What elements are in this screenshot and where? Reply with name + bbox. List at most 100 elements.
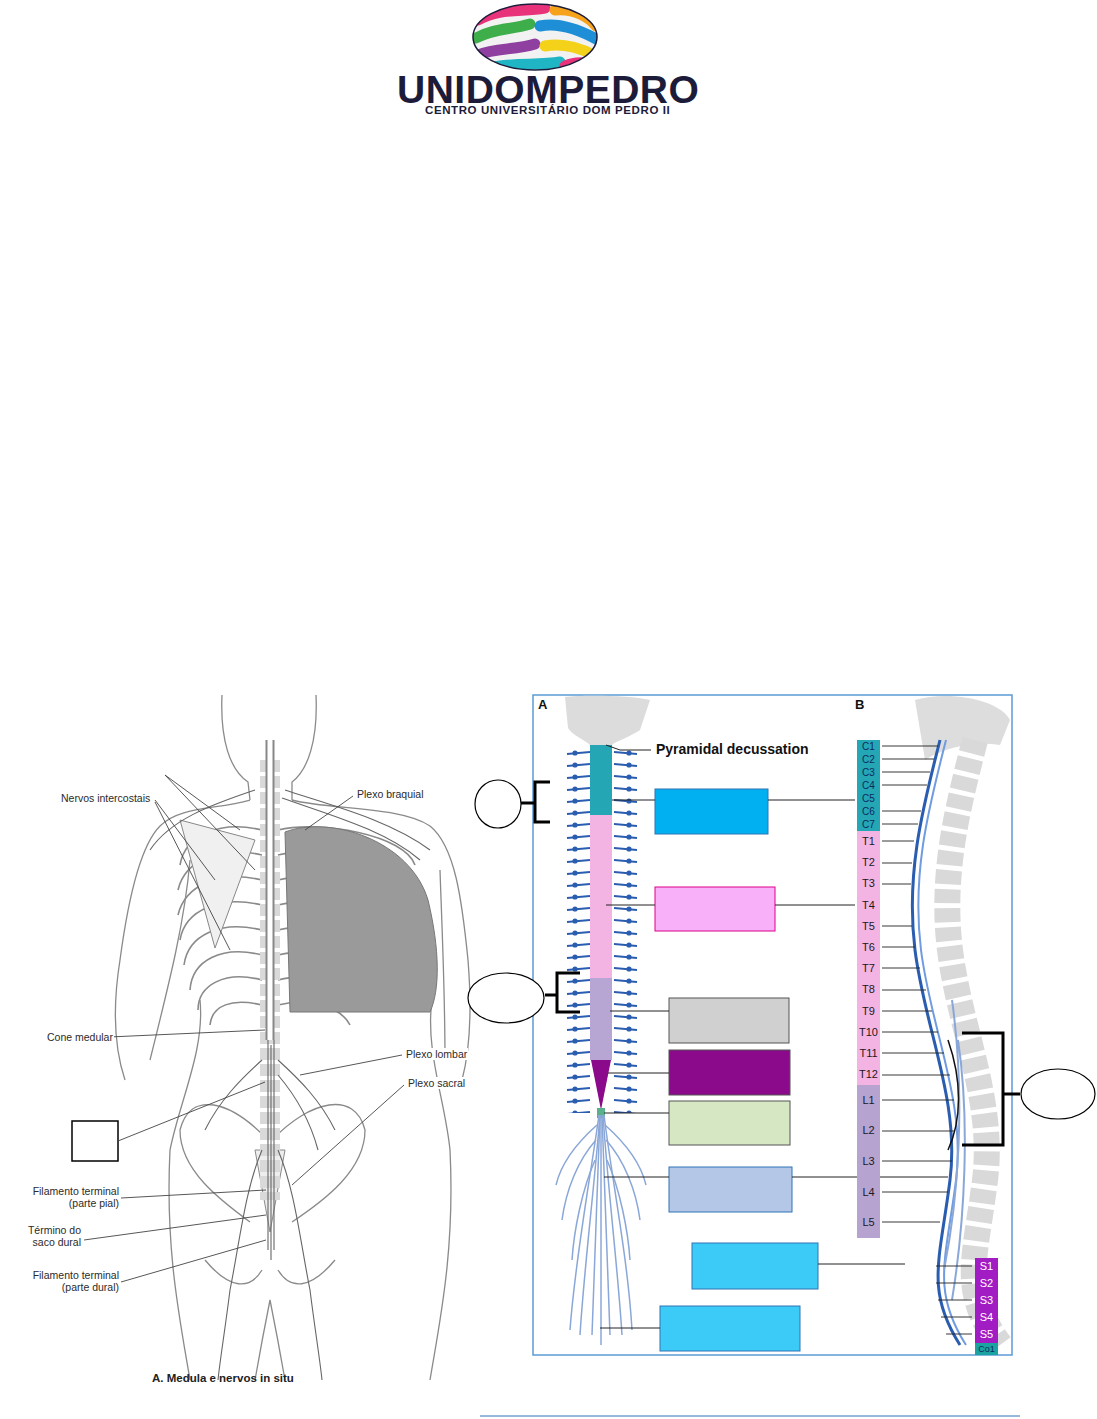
vertebra-level: T4 (857, 895, 880, 916)
vertebra-label: T3 (862, 878, 875, 889)
vertebra-level: C1 (857, 740, 880, 753)
blank-callout-circles (468, 780, 1095, 1119)
vertebra-label: S5 (980, 1329, 993, 1340)
vertebra-level: S2 (975, 1275, 998, 1292)
part-label: Término do saco dural (12, 1224, 82, 1248)
vertebra-level: T1 (857, 831, 880, 852)
vertebra-label: S4 (980, 1312, 993, 1323)
vertebra-label: C7 (862, 820, 875, 830)
vertebra-level: T5 (857, 916, 880, 937)
vertebra-level: C4 (857, 779, 880, 792)
brainstem (565, 696, 650, 745)
panel-letter: A (538, 698, 547, 713)
body-illustration (115, 695, 470, 1380)
vertebra-label: S1 (980, 1261, 993, 1272)
vertebra-level: L5 (857, 1207, 880, 1238)
spinal-cord (266, 740, 275, 1040)
logo-subtitle: CENTRO UNIVERSITÁRIO DOM PEDRO II (425, 104, 670, 117)
part-label: Cone medular (46, 1031, 114, 1043)
blank-answer-box (72, 1121, 118, 1161)
part-label: Filamento terminal (parte dural) (6, 1269, 120, 1293)
vertebra-level: T11 (857, 1043, 880, 1064)
vertebra-level: L3 (857, 1146, 880, 1177)
vertebra-label: T1 (862, 836, 875, 847)
vertebra-level: T6 (857, 937, 880, 958)
vertebra-label: S2 (980, 1278, 993, 1289)
vertebra-label: C5 (862, 794, 875, 804)
spinal-cord-core (268, 740, 273, 1040)
vertebra-label: L4 (862, 1187, 874, 1198)
leader-lines (600, 745, 948, 1328)
vertebra-level: L1 (857, 1085, 880, 1116)
part-label: Filamento terminal (parte pial) (8, 1185, 120, 1209)
vertebra-label: C6 (862, 807, 875, 817)
leader-lines (84, 775, 404, 1282)
cervical-segment (590, 745, 612, 815)
logo-outline (473, 4, 597, 70)
vertebra-level: C2 (857, 753, 880, 766)
vertebra-level: S1 (975, 1258, 998, 1275)
vertebra-label: T12 (859, 1069, 878, 1080)
part-label: Plexo sacral (407, 1077, 466, 1089)
lung (285, 827, 437, 1012)
vertebra-level: L2 (857, 1116, 880, 1147)
vertebra-label: C2 (862, 755, 875, 765)
panel-letter: B (855, 698, 864, 713)
scapula (180, 820, 255, 948)
vertebra-level: C6 (857, 805, 880, 818)
vertebra-label: T2 (862, 857, 875, 868)
figure-frame (533, 695, 1012, 1355)
vertebra-level: T9 (857, 1001, 880, 1022)
vertebra-label: L1 (862, 1095, 874, 1106)
thoracic-segment (590, 815, 612, 978)
sacral-segment (591, 1060, 611, 1110)
vertebra-label: S3 (980, 1295, 993, 1306)
vertebra-level: C5 (857, 792, 880, 805)
vertebra-label: C3 (862, 768, 875, 778)
vertebra-level: T7 (857, 958, 880, 979)
brackets (521, 782, 1020, 1145)
vertebra-label: L5 (862, 1217, 874, 1228)
vertebra-label: C4 (862, 781, 875, 791)
vertebra-level: S4 (975, 1309, 998, 1326)
vertebra-label: T11 (859, 1048, 877, 1059)
vertebra-label: Co1 (978, 1345, 995, 1354)
vertebra-label: L3 (862, 1156, 874, 1167)
vertebra-level: T2 (857, 852, 880, 873)
vertebra-level: T8 (857, 979, 880, 1000)
vertebra-leaders (882, 746, 972, 1334)
cauda-equina (556, 1115, 646, 1345)
vertebra-level: T10 (857, 1022, 880, 1043)
answer-boxes (655, 789, 818, 1351)
vertebra-level: S5 (975, 1326, 998, 1343)
logo-mark (470, 2, 600, 74)
vertebra-label: T5 (862, 921, 875, 932)
vertebra-label: T9 (862, 1006, 875, 1017)
vertebra-level: S3 (975, 1292, 998, 1309)
vertebra-label: T10 (859, 1027, 878, 1038)
footer-rule (480, 1416, 1020, 1417)
vertebra-level: Co1 (975, 1343, 998, 1355)
vertebra-level: C7 (857, 818, 880, 831)
part-label: Plexo lombar (405, 1048, 468, 1060)
vertebra-label: T8 (862, 984, 875, 995)
vertebra-label: T6 (862, 942, 875, 953)
spinal-nerves (912, 740, 966, 1345)
vertebra-label: T4 (862, 900, 875, 911)
vertebra-label: T7 (862, 963, 875, 974)
figure-caption: A. Medula e nervos in situ (152, 1372, 294, 1385)
part-label: Pyramidal decussation (655, 741, 810, 757)
vertebra-level: T3 (857, 873, 880, 894)
vertebra-level: L4 (857, 1177, 880, 1208)
part-label: Plexo braquial (356, 788, 425, 800)
part-label: Nervos intercostais (60, 792, 151, 804)
vertebra-label: L2 (862, 1125, 874, 1136)
vertebrae (947, 740, 1000, 1345)
vertebra-level: C3 (857, 766, 880, 779)
nerves (150, 790, 430, 1380)
vertebra-label: C1 (862, 742, 875, 752)
lumbar-segment (590, 978, 612, 1060)
vertebra-level: T12 (857, 1064, 880, 1085)
